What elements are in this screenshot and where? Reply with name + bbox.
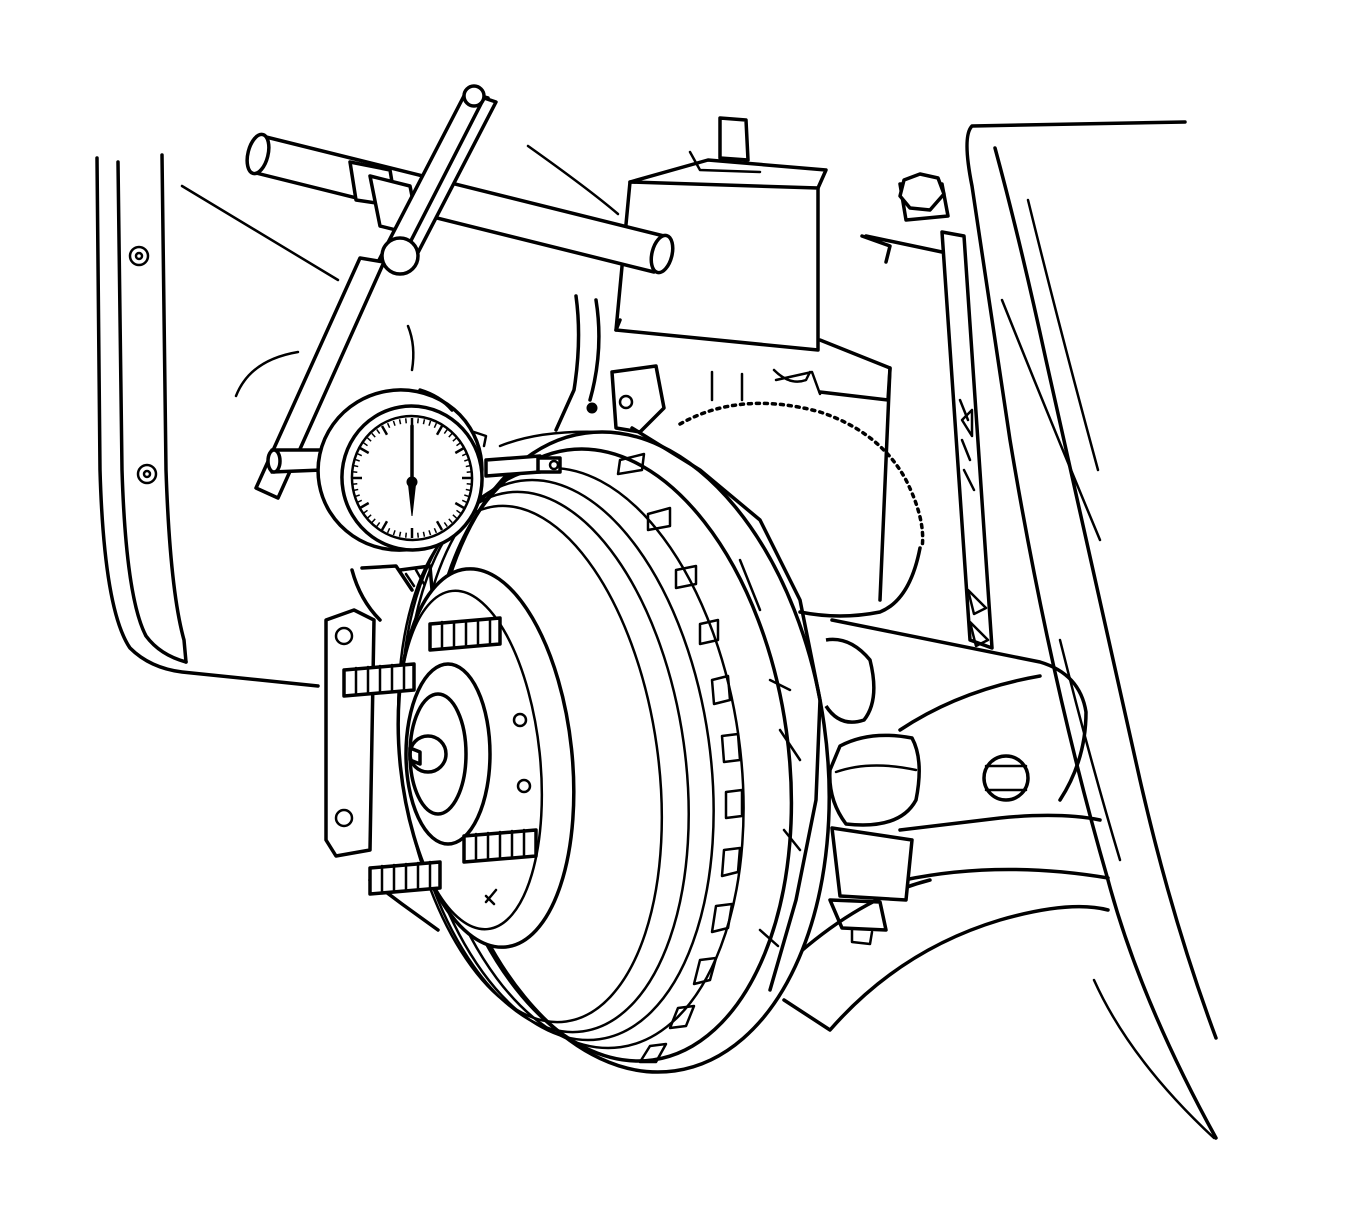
gauge-tick — [371, 518, 376, 524]
gauge-tick — [359, 501, 370, 510]
gauge-tick — [454, 501, 465, 510]
gauge-tick — [464, 494, 470, 498]
gauge-tick — [404, 418, 407, 424]
gauge-tick — [392, 420, 396, 426]
gauge-tick — [443, 429, 448, 434]
gauge-tick — [465, 488, 471, 492]
wheel-studs — [342, 616, 538, 896]
strut — [860, 172, 994, 650]
gauge-tick — [456, 442, 461, 447]
gauge-tick — [363, 442, 368, 447]
gauge-tick — [433, 422, 438, 429]
gauge-tick — [461, 499, 468, 504]
gauge-icon — [316, 388, 562, 552]
gauge-tick — [435, 520, 444, 531]
dial-indicator-stand — [245, 84, 675, 500]
control-arm — [768, 618, 1110, 1032]
gauge-tick — [392, 530, 396, 536]
gauge-tick — [422, 531, 426, 537]
gauge-tick — [404, 532, 407, 538]
gauge-tick — [376, 522, 381, 527]
gauge-tick — [371, 432, 376, 438]
gauge-tick — [435, 425, 444, 436]
fender-right — [965, 120, 1218, 1140]
gauge-tick — [386, 527, 391, 534]
tie-rod-end — [824, 637, 921, 946]
gauge-tick — [461, 452, 468, 457]
gauge-tick — [466, 470, 472, 473]
gauge-tick — [464, 458, 470, 462]
gauge-tick — [380, 520, 389, 531]
gauge-tick — [422, 419, 426, 425]
gauge-tick — [352, 470, 358, 473]
gauge-tick — [466, 483, 472, 486]
gauge-tick — [352, 483, 358, 486]
gauge-tick — [454, 446, 465, 455]
gauge-tick — [452, 437, 458, 442]
gauge-tick — [452, 514, 458, 519]
gauge-tick — [354, 494, 360, 498]
gauge-tick — [417, 532, 420, 538]
gauge-tick — [366, 437, 372, 442]
gauge-tick — [380, 425, 389, 436]
gauge-tick — [354, 458, 360, 462]
gauge-tick — [428, 420, 432, 426]
wheel-hub — [342, 567, 576, 949]
gauge-tick — [448, 432, 453, 438]
knuckle — [554, 294, 892, 602]
gauge-tick — [448, 518, 453, 524]
gauge-tick — [356, 452, 363, 457]
rotor-vanes — [616, 452, 744, 1064]
detail-lines — [406, 324, 812, 448]
gauge-tick — [363, 509, 368, 514]
gauge-tick — [417, 418, 420, 424]
gauge-ticks — [352, 418, 472, 538]
gauge-tick — [443, 522, 448, 527]
gauge-tick — [356, 499, 363, 504]
gauge-tick — [376, 429, 381, 434]
gauge-tick — [366, 514, 372, 519]
gauge-tick — [433, 527, 438, 534]
gauge-tick — [398, 419, 402, 425]
gauge-tick — [398, 531, 402, 537]
gauge-tick — [456, 509, 461, 514]
gauge-tick — [353, 488, 359, 492]
module-box — [526, 116, 828, 352]
body-panel-left — [95, 153, 340, 688]
gauge-tick — [465, 464, 471, 468]
gauge-tick — [428, 530, 432, 536]
gauge-tick — [353, 464, 359, 468]
coiled-wire — [678, 401, 925, 618]
gauge-tick — [386, 422, 391, 429]
gauge-tick — [359, 446, 370, 455]
